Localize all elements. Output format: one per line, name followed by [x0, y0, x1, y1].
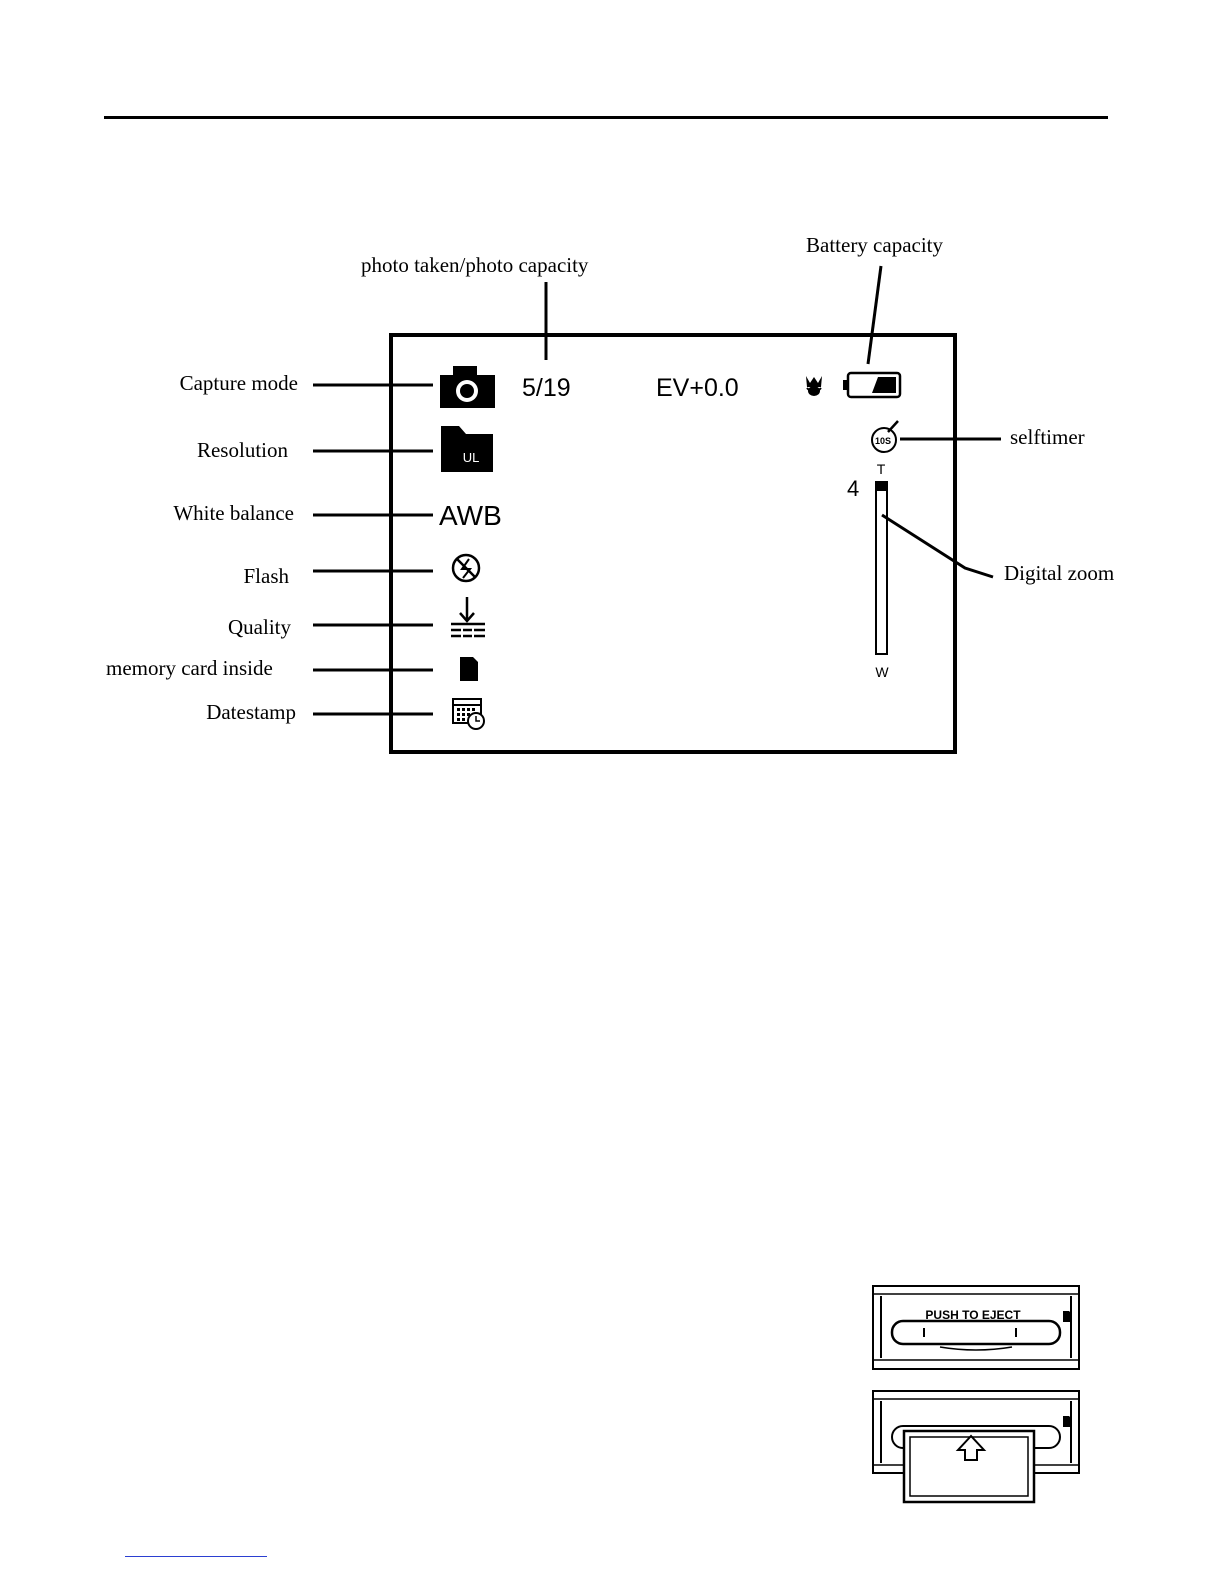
- resolution-icon: UL: [441, 426, 493, 472]
- battery-icon: [843, 373, 900, 397]
- lcd-diagram: UL AWB 5/19 EV+0.0: [0, 0, 1225, 800]
- leader-digital-zoom: [882, 515, 993, 577]
- flash-off-icon: [453, 555, 479, 581]
- zoom-bar: T 4 W: [847, 461, 889, 680]
- selftimer-icon: 10S: [872, 421, 898, 452]
- macro-icon: [806, 376, 822, 396]
- camera-icon: [440, 366, 495, 408]
- zoom-value: 4: [847, 476, 859, 501]
- memory-card-icon: [460, 657, 478, 681]
- ev-value: EV+0.0: [656, 374, 739, 402]
- zoom-top-label: T: [877, 461, 886, 477]
- card-slot-closed: PUSH TO EJECT: [873, 1286, 1079, 1369]
- zoom-level-indicator: [876, 482, 887, 491]
- white-balance-value: AWB: [439, 500, 502, 531]
- card-slot-ejected: [873, 1391, 1079, 1502]
- leader-battery: [868, 266, 881, 364]
- quality-icon: [451, 597, 485, 636]
- photo-count-value: 5/19: [522, 374, 571, 402]
- selftimer-value: 10S: [875, 436, 891, 446]
- footer-link-underline: [125, 1556, 267, 1557]
- resolution-badge: UL: [463, 450, 480, 465]
- card-slot-illustrations: PUSH TO EJECT: [860, 1275, 1090, 1515]
- zoom-bottom-label: W: [875, 664, 889, 680]
- datestamp-icon: [453, 699, 484, 729]
- push-to-eject-label: PUSH TO EJECT: [925, 1308, 1021, 1322]
